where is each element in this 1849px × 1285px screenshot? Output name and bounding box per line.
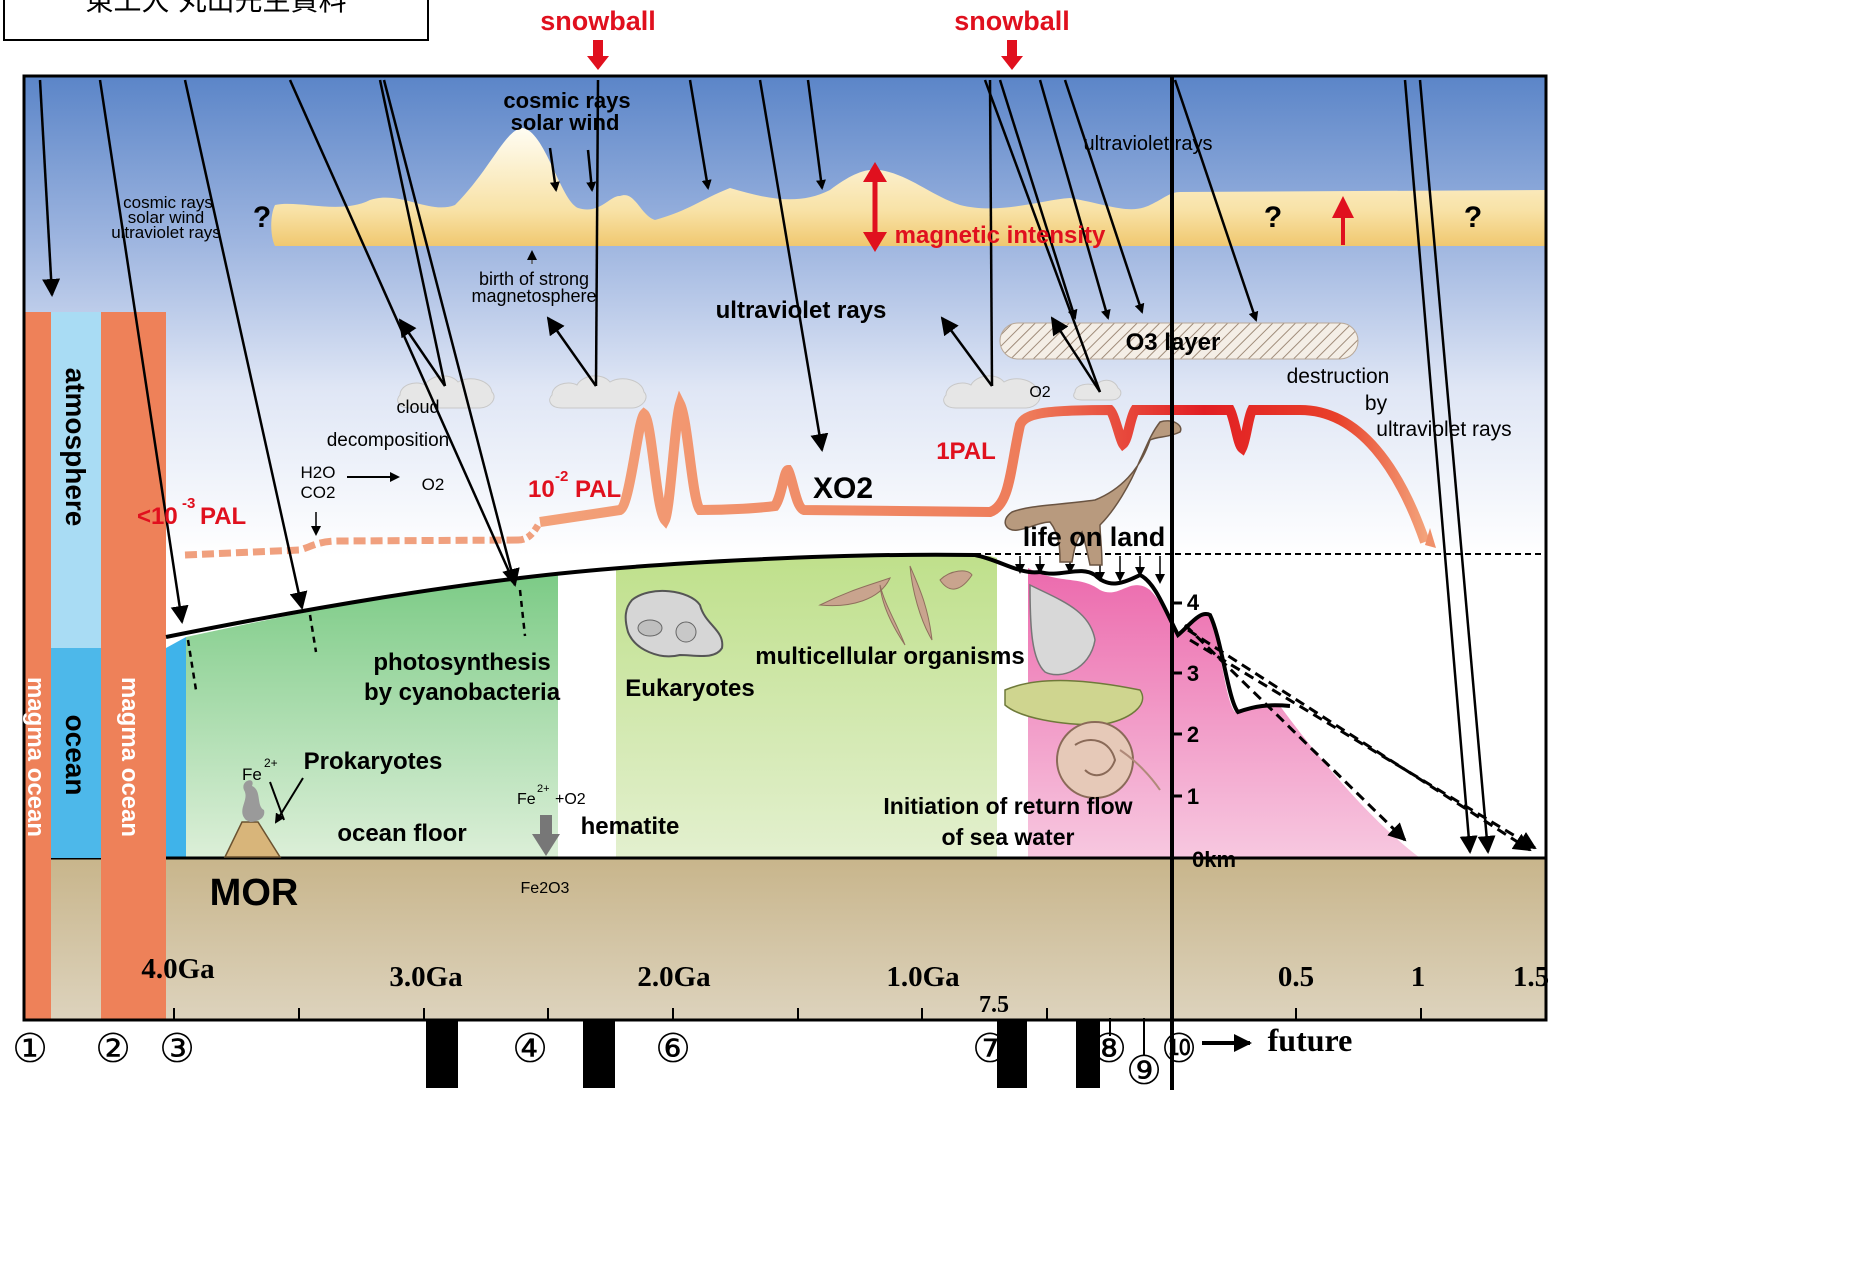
uv-top-right: ultraviolet rays xyxy=(1084,133,1213,155)
o3-layer-label: O3 layer xyxy=(1126,329,1221,356)
time-label-1ga: 1.0Ga xyxy=(886,961,960,993)
prokaryotes-label: Prokaryotes xyxy=(304,748,443,775)
time-label-0-5: 0.5 xyxy=(1278,961,1314,993)
source-label: 東工大 丸山先生資料 xyxy=(86,0,347,17)
event-marker-4: ④ xyxy=(512,1026,548,1072)
svg-text:PAL: PAL xyxy=(575,476,621,503)
destruction-line-3: ultraviolet rays xyxy=(1376,418,1511,441)
photosynthesis-line-2: by cyanobacteria xyxy=(364,679,561,706)
time-label-1-5: 1.5 xyxy=(1513,961,1549,993)
svg-text:2+: 2+ xyxy=(537,783,550,795)
svg-text:-2: -2 xyxy=(555,468,568,485)
event-marker-7: ⑦ xyxy=(972,1026,1008,1072)
o2-upper-label: O2 xyxy=(1029,384,1050,401)
svg-text:2+: 2+ xyxy=(264,756,278,770)
prokaryote-ocean-region xyxy=(186,574,558,858)
uv-middle-label: ultraviolet rays xyxy=(716,297,887,324)
svg-text:10: 10 xyxy=(528,476,555,503)
depth-tick-1: 1 xyxy=(1187,784,1199,809)
unknown-mark-2: ? xyxy=(1264,201,1282,234)
cloud-label: cloud xyxy=(396,397,439,417)
multicellular-label: multicellular organisms xyxy=(755,643,1024,670)
time-label-2ga: 2.0Ga xyxy=(637,961,711,993)
early-ocean-slice xyxy=(166,637,186,858)
ocean-column-label: ocean xyxy=(60,715,91,796)
co2-label: CO2 xyxy=(301,483,336,502)
event-marker-3: ③ xyxy=(159,1026,195,1072)
decomposition-label: decomposition xyxy=(327,430,450,451)
future-label: future xyxy=(1268,1022,1353,1058)
return-flow-line-1: Initiation of return flow xyxy=(883,793,1132,819)
magma-ocean-label-1: magma ocean xyxy=(22,677,49,837)
event-marker-9: ⑨ xyxy=(1126,1048,1162,1094)
destruction-line-1: destruction xyxy=(1287,365,1390,388)
fe2o3-label: Fe2O3 xyxy=(521,880,570,897)
depth-tick-4: 4 xyxy=(1187,590,1200,615)
time-label-4ga: 4.0Ga xyxy=(141,953,215,985)
svg-text:<10: <10 xyxy=(137,503,178,530)
h2o-label: H2O xyxy=(301,463,336,482)
svg-text:-3: -3 xyxy=(182,495,195,512)
svg-text:Fe: Fe xyxy=(517,791,536,808)
magma-ocean-label-2: magma ocean xyxy=(116,677,143,837)
destruction-line-2: by xyxy=(1365,392,1388,415)
snowball-label-1: snowball xyxy=(540,6,656,36)
eukaryotes-label: Eukaryotes xyxy=(625,675,754,702)
photosynthesis-line-1: photosynthesis xyxy=(373,649,550,676)
ocean-floor-label: ocean floor xyxy=(337,820,466,847)
cosmic-left-line-3: ultraviolet rays xyxy=(111,223,221,242)
svg-text:Fe: Fe xyxy=(242,765,262,784)
cosmic-top-line-2: solar wind xyxy=(511,110,620,135)
xo2-label: XO2 xyxy=(813,472,873,505)
event-marker-6: ⑥ xyxy=(655,1026,691,1072)
event-marker-1: ① xyxy=(12,1026,48,1072)
mor-label: MOR xyxy=(210,872,299,914)
magma-ocean-column-1 xyxy=(24,312,51,1020)
event-marker-5: ⑤ xyxy=(582,1026,618,1072)
atmosphere-column-label: atmosphere xyxy=(60,368,91,527)
o2-product-label: O2 xyxy=(422,475,445,494)
snowball-label-2: snowball xyxy=(954,6,1070,36)
event-marker-10: ⑩ xyxy=(1161,1026,1197,1072)
event-marker-8: ⑧ xyxy=(1091,1026,1127,1072)
life-on-land-label: life on land xyxy=(1023,522,1166,552)
unknown-mark-3: ? xyxy=(1464,201,1482,234)
unknown-mark-1: ? xyxy=(253,201,271,234)
depth-tick-2: 2 xyxy=(1187,722,1199,747)
magma-ocean-column-2 xyxy=(101,312,166,1020)
time-label-1: 1 xyxy=(1411,961,1426,993)
hematite-label: hematite xyxy=(581,813,680,840)
magnetic-intensity-label: magnetic intensity xyxy=(895,222,1106,249)
time-label-3ga: 3.0Ga xyxy=(389,961,463,993)
event-marker-2: ② xyxy=(95,1026,131,1072)
pal-high-label: 1PAL xyxy=(936,438,996,465)
depth-tick-3: 3 xyxy=(1187,661,1199,686)
return-flow-line-2: of sea water xyxy=(942,824,1075,850)
svg-text:PAL: PAL xyxy=(200,503,246,530)
depth-tick-0: 0km xyxy=(1192,847,1236,872)
svg-text:+O2: +O2 xyxy=(555,791,586,808)
snowball-arrows xyxy=(587,40,1023,70)
time-label-7-5: 7.5 xyxy=(979,992,1009,1018)
birth-magnetosphere-line-2: magnetosphere xyxy=(471,286,596,306)
